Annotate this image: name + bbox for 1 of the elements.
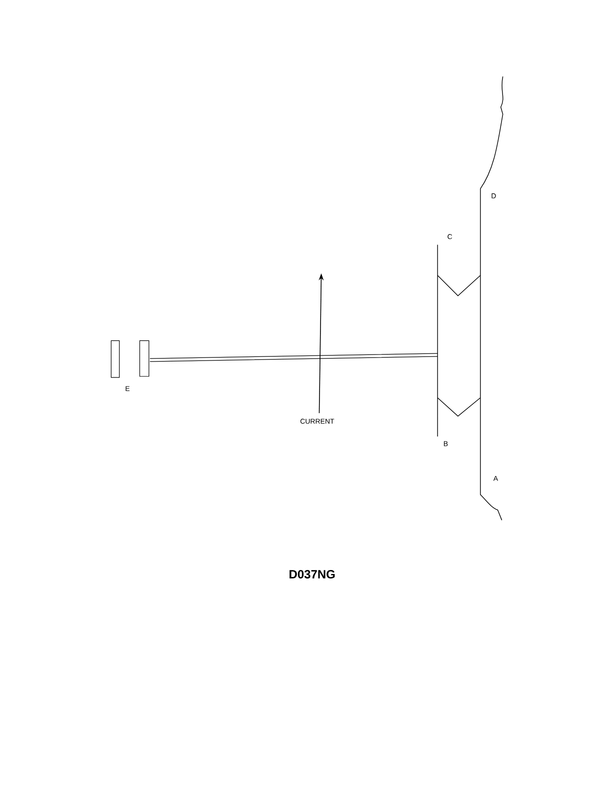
- caption: D037NG: [290, 570, 335, 578]
